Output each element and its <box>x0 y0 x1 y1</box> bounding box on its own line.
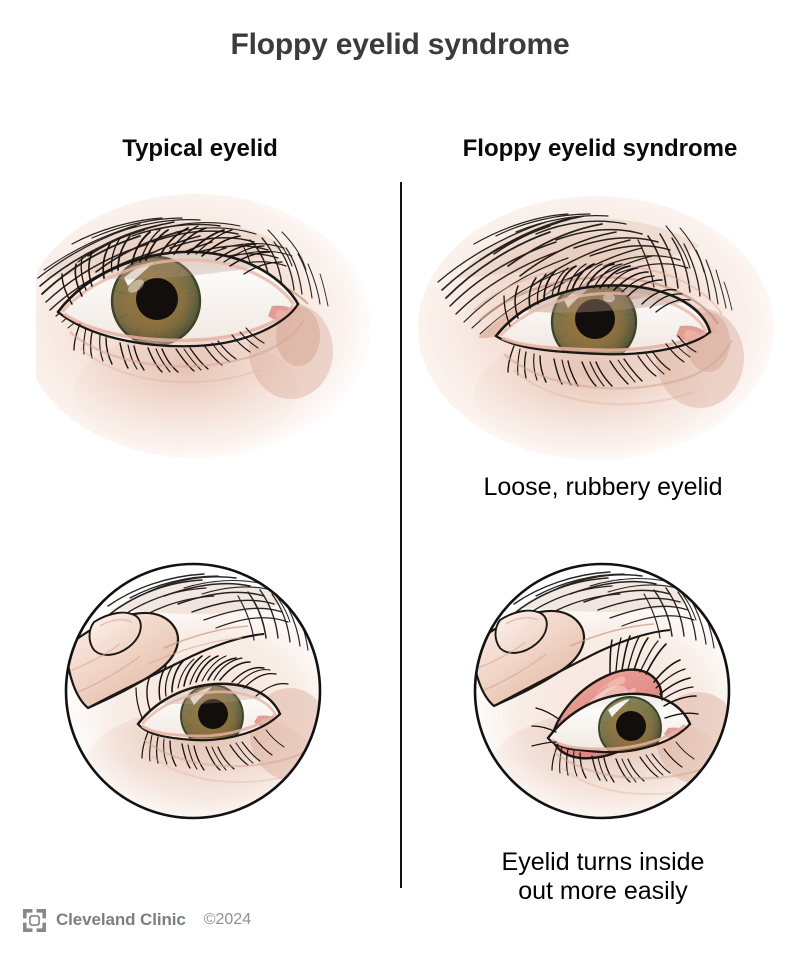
typical-eyelid-illustration <box>36 194 371 458</box>
column-header-floppy: Floppy eyelid syndrome <box>462 135 738 162</box>
column-header-typical: Typical eyelid <box>122 135 278 162</box>
footer-attribution: Cleveland Clinic ©2024 <box>22 905 251 935</box>
floppy-eyelid-illustration <box>418 196 774 460</box>
copyright-notice: ©2024 <box>203 911 252 928</box>
caption-eversion-line2: out more easily <box>518 877 688 905</box>
page-title: Floppy eyelid syndrome <box>230 28 570 61</box>
caption-loose-rubbery-eyelid: Loose, rubbery eyelid <box>483 473 723 501</box>
cleveland-clinic-logo-icon <box>23 908 46 932</box>
typical-eyelid-lift-inset <box>64 562 322 820</box>
caption-eversion-line1: Eyelid turns inside <box>501 848 705 876</box>
column-divider <box>400 182 402 888</box>
brand-name: Cleveland Clinic <box>56 910 186 929</box>
caption-eyelid-eversion: Eyelid turns inside out more easily <box>406 848 800 906</box>
floppy-eyelid-eversion-inset <box>473 562 731 820</box>
